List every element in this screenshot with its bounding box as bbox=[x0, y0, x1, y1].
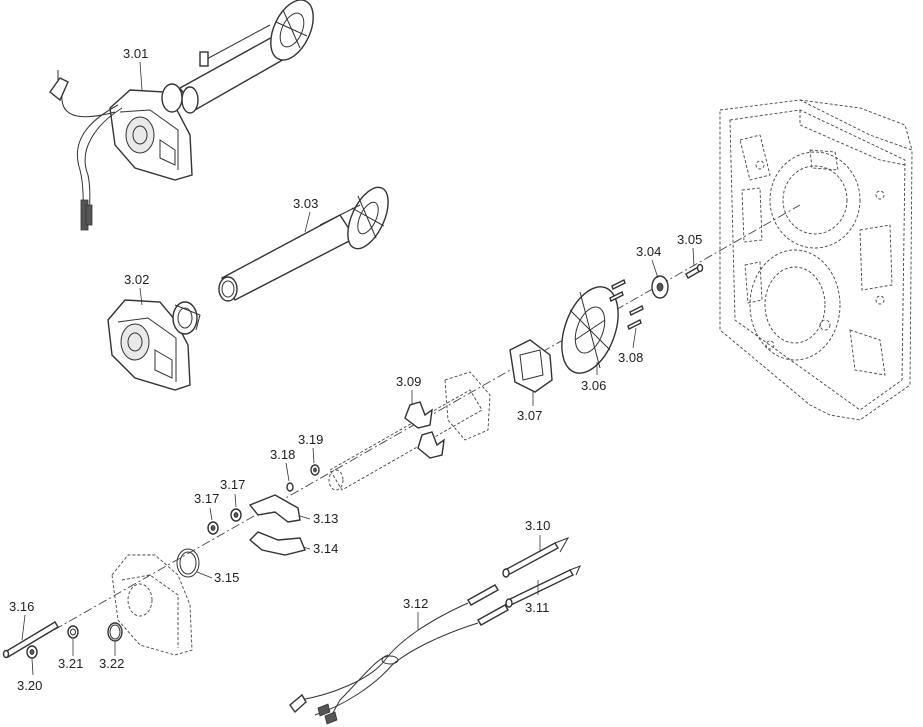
part-3-21-washer bbox=[67, 625, 79, 639]
label-3-07: 3.07 bbox=[517, 408, 542, 423]
part-3-18-washer bbox=[286, 482, 294, 492]
part-3-20-nut bbox=[26, 645, 38, 659]
part-3-01-burner-assembly bbox=[49, 0, 314, 231]
assembly-axis bbox=[9, 204, 801, 656]
part-3-08-screws bbox=[609, 279, 644, 330]
label-3-06: 3.06 bbox=[581, 378, 606, 393]
part-3-12-cable-set bbox=[289, 584, 509, 725]
part-3-19-nut bbox=[310, 464, 320, 476]
part-3-22-ring bbox=[107, 622, 123, 642]
housing-dashed-bottom bbox=[111, 554, 193, 656]
label-3-10: 3.10 bbox=[525, 518, 550, 533]
part-3-15-o-ring bbox=[176, 548, 200, 578]
label-3-17-b: 3.17 bbox=[220, 477, 245, 492]
label-3-19: 3.19 bbox=[298, 432, 323, 447]
label-3-11: 3.11 bbox=[525, 600, 549, 615]
label-3-01: 3.01 bbox=[123, 46, 148, 61]
part-3-16-pin bbox=[2, 621, 59, 659]
label-3-13: 3.13 bbox=[313, 511, 338, 526]
part-3-03-burner-tube bbox=[218, 186, 389, 302]
part-3-17-nipples bbox=[207, 508, 242, 535]
part-3-14-clamp-lower bbox=[248, 531, 306, 556]
label-3-09: 3.09 bbox=[396, 374, 421, 389]
label-3-02: 3.02 bbox=[124, 272, 149, 287]
part-3-04-disc bbox=[651, 275, 669, 299]
part-3-13-clamp-upper bbox=[248, 494, 301, 523]
label-3-20: 3.20 bbox=[17, 678, 42, 693]
label-3-16: 3.16 bbox=[9, 599, 34, 614]
inner-tube-dashed bbox=[328, 371, 491, 491]
label-3-05: 3.05 bbox=[677, 232, 702, 247]
label-3-17-a: 3.17 bbox=[194, 491, 219, 506]
part-3-02-burner-housing bbox=[107, 299, 201, 391]
part-labels: 3.01 3.02 3.03 3.04 3.05 3.06 3.07 3.08 … bbox=[9, 46, 702, 693]
label-3-22: 3.22 bbox=[99, 656, 124, 671]
part-3-11-ionisation-electrode bbox=[505, 565, 581, 608]
label-3-15: 3.15 bbox=[214, 570, 239, 585]
part-3-07-swirler-plate bbox=[509, 339, 553, 393]
part-3-10-ignition-electrode bbox=[502, 537, 570, 578]
label-3-04: 3.04 bbox=[636, 244, 661, 259]
part-3-06-flame-disc bbox=[561, 286, 619, 374]
part-3-05-screw bbox=[685, 263, 704, 279]
label-3-03: 3.03 bbox=[293, 196, 318, 211]
label-3-12: 3.12 bbox=[403, 596, 428, 611]
label-3-18: 3.18 bbox=[270, 447, 295, 462]
label-3-08: 3.08 bbox=[618, 350, 643, 365]
leader-lines bbox=[21, 61, 695, 676]
part-3-09-brackets bbox=[404, 401, 445, 459]
label-3-21: 3.21 bbox=[58, 656, 83, 671]
label-3-14: 3.14 bbox=[313, 541, 338, 556]
boiler-housing-dashed bbox=[719, 99, 913, 421]
